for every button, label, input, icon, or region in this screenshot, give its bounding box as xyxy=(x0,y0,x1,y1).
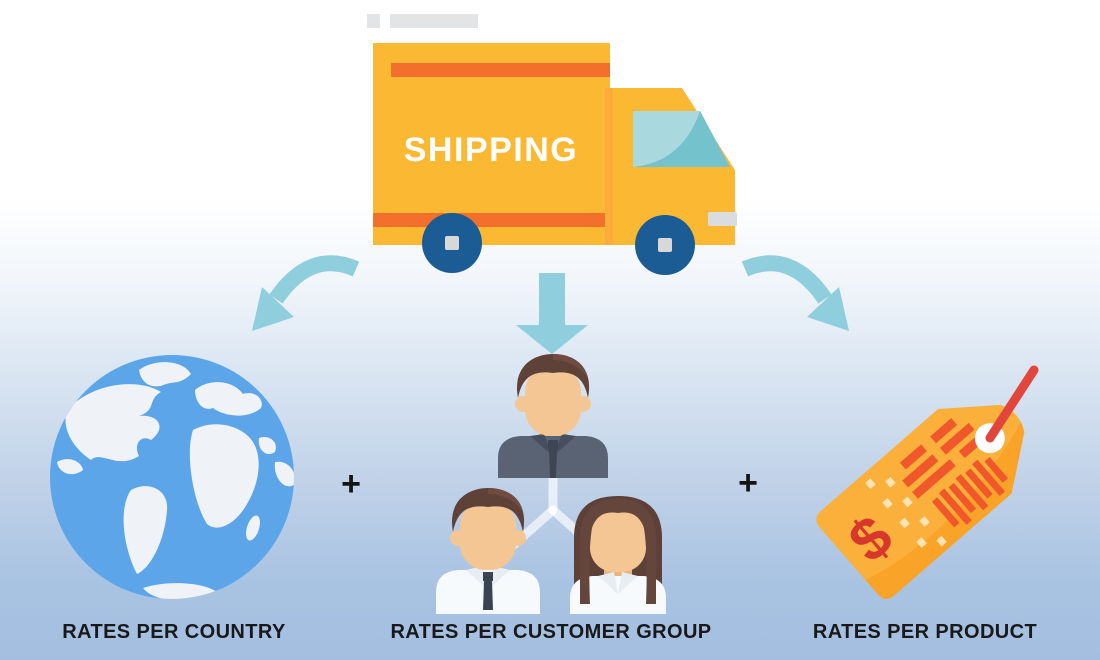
label-rates-per-product: RATES PER PRODUCT xyxy=(812,621,1038,643)
windshield-shade xyxy=(633,111,730,167)
speed-line-icon xyxy=(367,14,380,28)
curved-arrow-right-icon xyxy=(741,255,849,331)
person-manager xyxy=(498,354,608,478)
person-man xyxy=(436,488,540,614)
truck-stripe-top xyxy=(391,63,610,77)
headlight xyxy=(708,212,737,226)
wheel-hub xyxy=(445,236,459,250)
curved-arrow-left-icon xyxy=(252,255,360,331)
down-arrow-icon xyxy=(516,273,588,354)
tag-barcode xyxy=(931,456,1009,528)
customer-group-icon xyxy=(436,354,666,614)
tag-shade xyxy=(854,416,1054,604)
plus-sign: + xyxy=(738,464,758,502)
person-woman xyxy=(570,496,666,614)
globe-icon xyxy=(50,355,294,599)
price-tag-icon: $ xyxy=(816,365,1054,604)
label-rates-per-customer-group: RATES PER CUSTOMER GROUP xyxy=(390,621,712,643)
truck-stripe-bottom xyxy=(373,213,610,227)
wheel-hub xyxy=(658,238,672,252)
speed-line-icon xyxy=(390,14,478,28)
shipping-truck-icon: SHIPPING xyxy=(367,14,737,275)
plus-sign: + xyxy=(341,465,361,503)
shipping-title: SHIPPING xyxy=(404,131,578,169)
tag-string xyxy=(985,365,1039,443)
tag-body xyxy=(816,404,1025,599)
tag-print-lines xyxy=(899,415,985,499)
tag-perforation xyxy=(865,476,949,556)
label-rates-per-country: RATES PER COUNTRY xyxy=(62,621,286,643)
